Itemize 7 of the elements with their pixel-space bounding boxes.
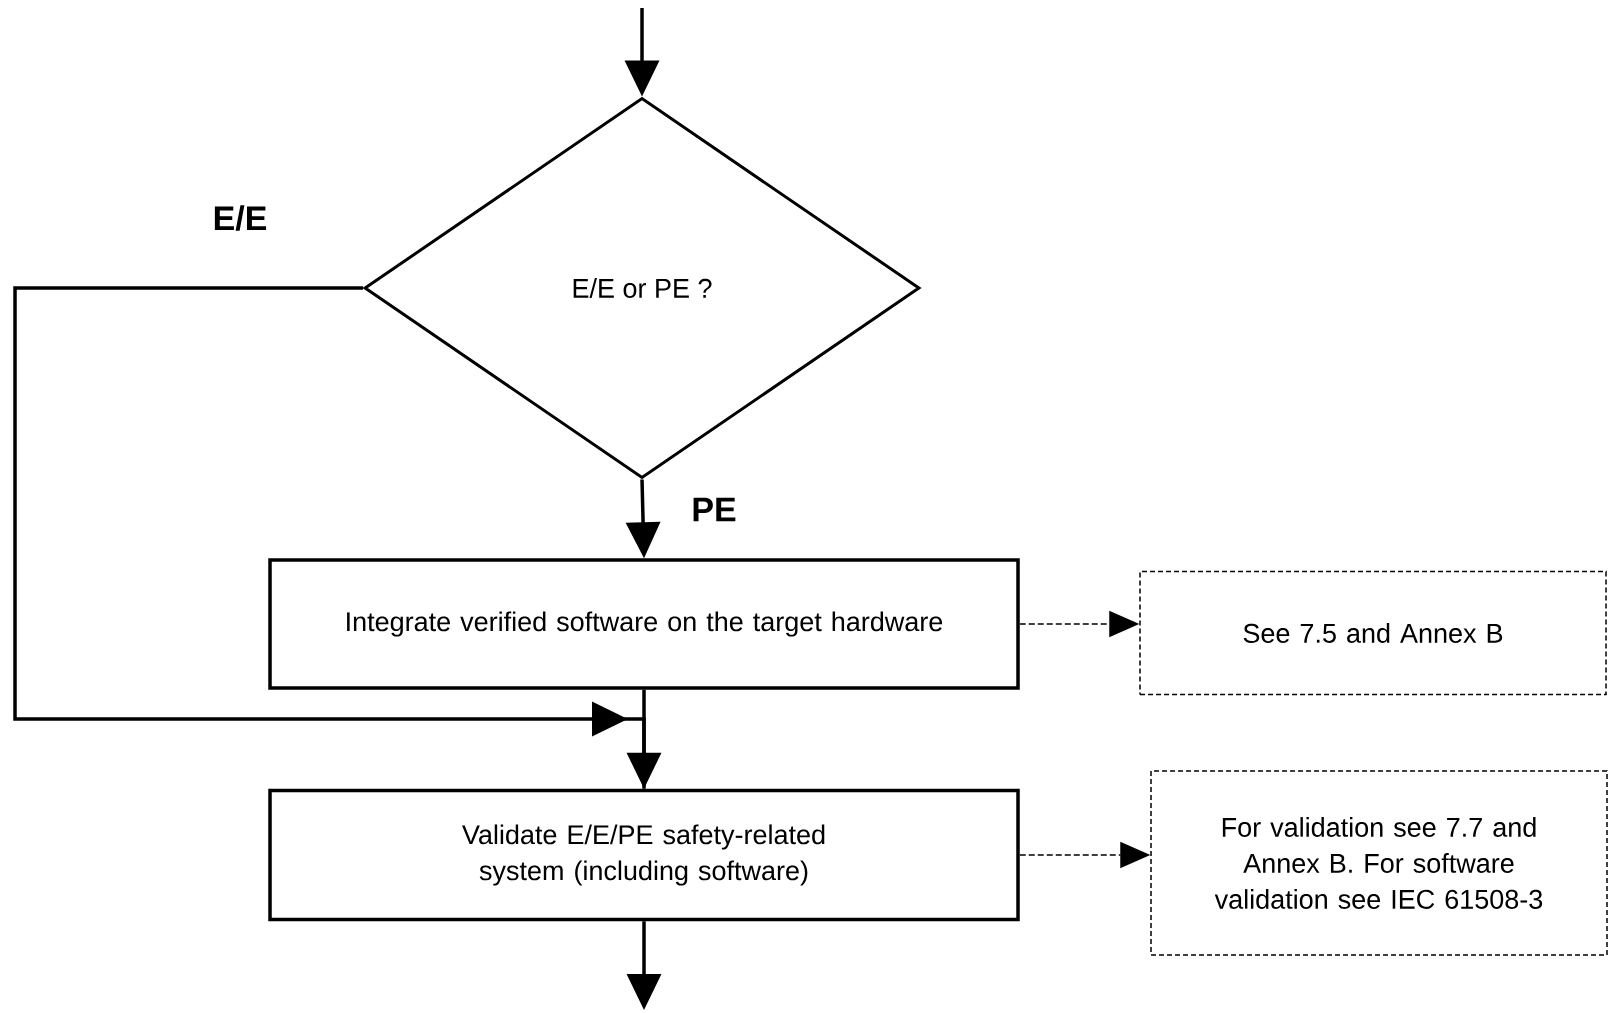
arrow <box>13 286 646 789</box>
note-box: For validation see 7.7 and Annex B. For software validation see IEC 61508-3 <box>1150 770 1608 956</box>
note-box: See 7.5 and Annex B <box>1139 570 1607 696</box>
edge-label: PE <box>689 495 739 524</box>
edge-label: E/E <box>210 203 270 233</box>
process-box: Validate E/E/PE safety-related system (including software) <box>268 788 1020 922</box>
process-box: Integrate verified software on the target hardware <box>268 558 1020 690</box>
